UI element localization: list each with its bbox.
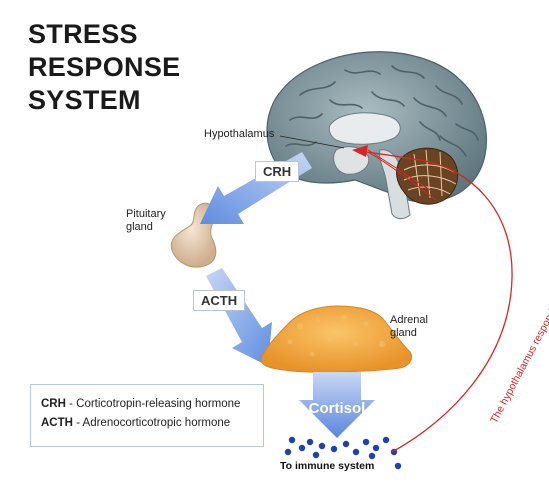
title-line: RESPONSE — [28, 52, 181, 82]
crh-label: CRH — [255, 161, 300, 182]
title-line: SYSTEM — [28, 85, 141, 115]
acth-arrow — [206, 268, 272, 366]
pituitary-label-line: gland — [126, 221, 153, 233]
legend-row: ACTH - Adrenocorticotropic hormone — [41, 414, 263, 433]
page-title: STRESS RESPONSE SYSTEM — [28, 18, 180, 117]
feedback-text: The hypothalamus responds to level of co… — [488, 229, 549, 426]
pituitary-label-line: Pituitary — [126, 208, 166, 220]
adrenal-label-line: Adrenal — [390, 314, 428, 326]
brain-illustration — [266, 51, 488, 220]
hypothalamus-pointer — [279, 135, 345, 149]
legend-text: - Adrenocorticotropic hormone — [72, 417, 231, 429]
adrenal-label: Adrenal gland — [390, 314, 428, 340]
legend-box: CRH - Corticotropin-releasing hormone AC… — [30, 384, 264, 447]
feedback-arrowhead — [352, 145, 368, 157]
cortisol-label: Cortisol — [308, 400, 366, 417]
acth-label: ACTH — [193, 290, 246, 311]
feedback-arrow — [365, 151, 513, 453]
legend-abbr: CRH — [41, 398, 66, 410]
title-line: STRESS — [28, 19, 138, 49]
immune-label: To immune system — [280, 460, 375, 472]
cortisol-arrow — [299, 372, 375, 438]
hypothalamus-label: Hypothalamus — [204, 128, 275, 140]
adrenal-gland-illustration — [260, 305, 413, 373]
pituitary-label: Pituitary gland — [126, 208, 166, 234]
adrenal-label-line: gland — [390, 327, 417, 339]
legend-row: CRH - Corticotropin-releasing hormone — [41, 395, 263, 414]
immune-dots — [284, 436, 402, 470]
legend-text: - Corticotropin-releasing hormone — [65, 398, 241, 410]
feedback-redlines — [367, 149, 437, 201]
legend-abbr: ACTH — [41, 417, 73, 429]
